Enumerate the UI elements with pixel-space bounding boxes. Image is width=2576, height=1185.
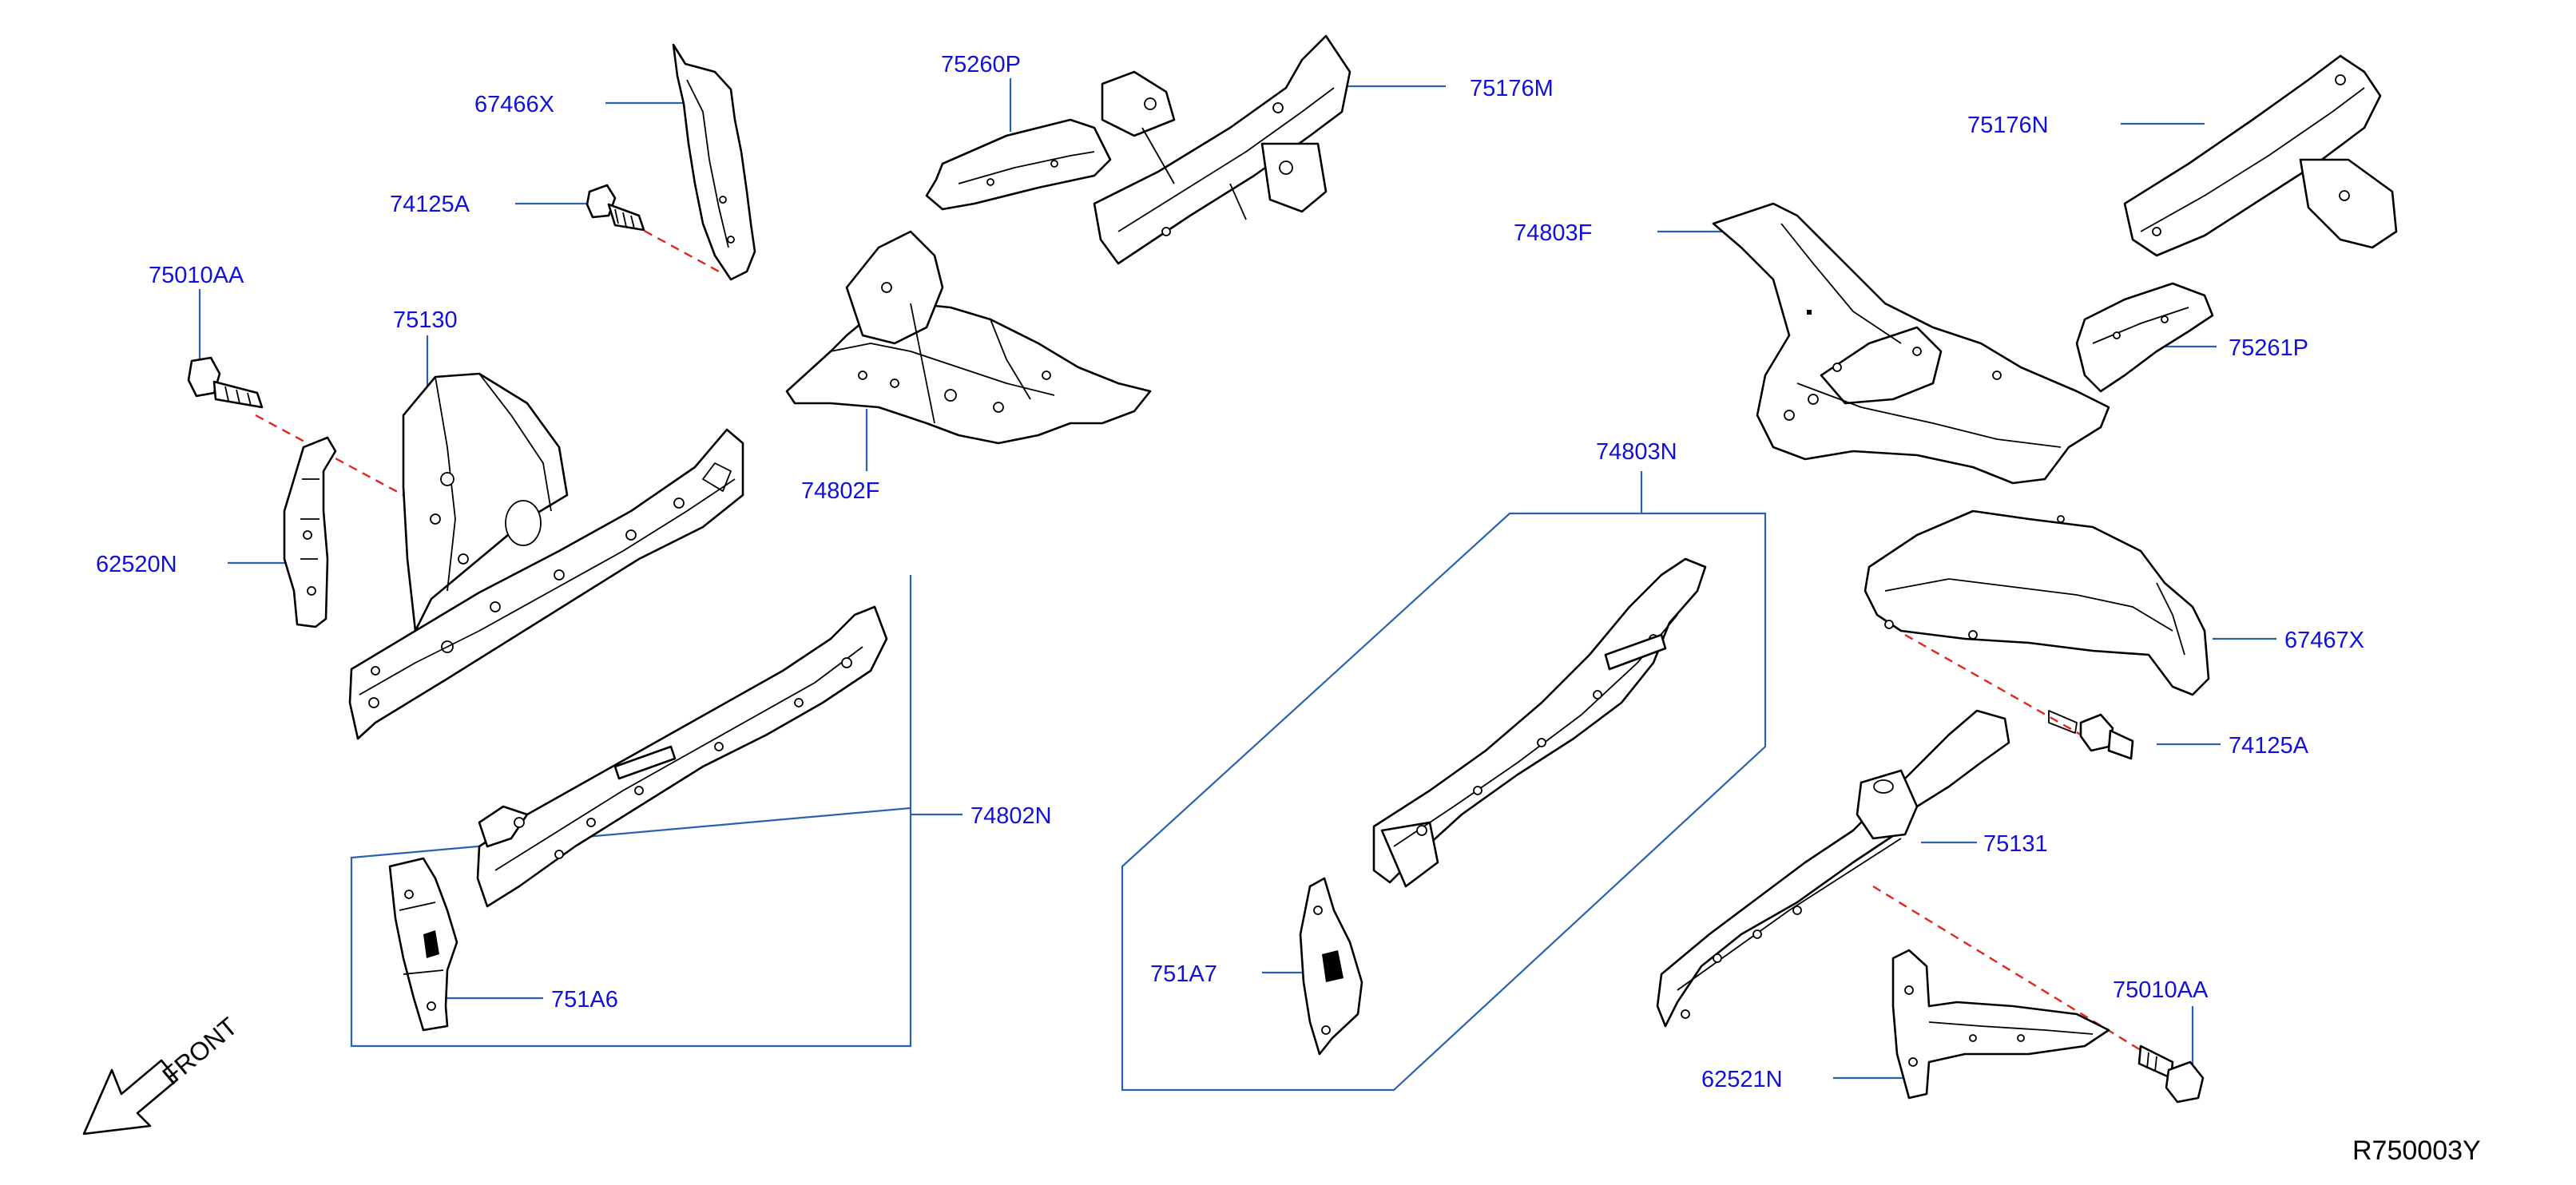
part-74125A-bolt-right [2048,710,2134,760]
callout-75176N: 75176N [1967,113,2049,138]
front-arrow-icon [82,1059,179,1135]
callout-74125A-left: 74125A [390,192,470,217]
callout-67467X: 67467X [2284,628,2364,653]
figure-code: R750003Y [2352,1135,2481,1166]
part-75010AA-bolt-left [187,356,264,409]
callout-74803N: 74803N [1596,439,1677,465]
part-75176M-shape [1093,34,1352,265]
callout-62521N: 62521N [1701,1067,1783,1092]
callout-labels: 67466X 74125A 75010AA 75130 62520N 75260… [96,52,2364,1092]
callout-75010AA-left: 75010AA [149,263,244,288]
part-74125A-bolt-left [585,184,645,232]
part-75010AA-bolt-right [2137,1044,2205,1104]
callout-74802N: 74802N [970,803,1052,829]
part-75261P-shape [2075,282,2214,393]
front-label: FRONT [157,1012,243,1090]
leader-lines [198,78,2276,1094]
part-751A7-shape [1299,877,1363,1056]
part-751A6-shape [388,857,458,1032]
part-67467X-shape [1864,509,2210,696]
part-75130-shape [348,372,744,740]
callout-75261P: 75261P [2229,335,2308,361]
part-74802N-shape [476,605,888,908]
callout-74803F: 74803F [1514,220,1592,246]
part-62520N-shape [283,436,337,628]
part-74802F-shape [785,230,1152,445]
part-67466X-shape [672,43,756,281]
callout-74802F: 74802F [801,478,879,504]
callout-751A7: 751A7 [1150,961,1217,987]
part-75260P-shape [925,118,1112,211]
part-75131-shape [1656,709,2010,1028]
callout-62520N: 62520N [96,552,177,577]
callout-67466X: 67466X [474,92,554,117]
callout-75260P: 75260P [941,52,1021,77]
callout-74125A-right: 74125A [2229,733,2309,759]
callout-751A6: 751A6 [551,987,618,1013]
part-74803F-shape [1712,202,2110,485]
callout-75131: 75131 [1983,831,2048,857]
callout-75176M: 75176M [1470,76,1554,101]
part-74803N-shape [1372,557,1707,888]
part-75176N-shape [2123,54,2398,257]
callout-75010AA-right: 75010AA [2113,977,2209,1003]
part-62521N-shape [1891,949,2110,1100]
callout-75130: 75130 [393,307,458,333]
